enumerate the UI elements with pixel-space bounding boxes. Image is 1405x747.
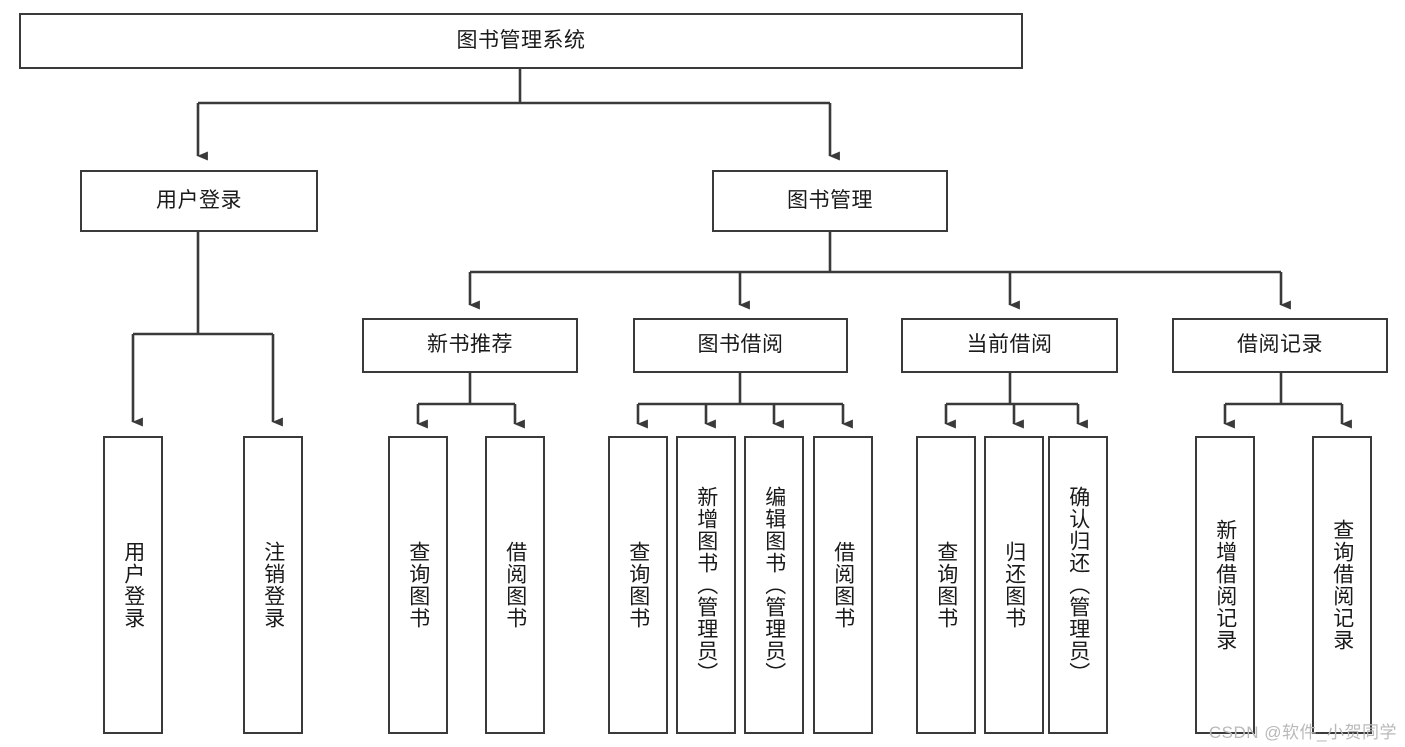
node-book-management[interactable]: 图书管理 — [712, 170, 948, 232]
node-label: 查询图书 — [934, 541, 958, 629]
node-label: 图书管理 — [787, 188, 873, 212]
leaf-borrow-borrow-book[interactable]: 借阅图书 — [813, 436, 873, 734]
node-current-borrow[interactable]: 当前借阅 — [901, 318, 1118, 373]
node-label: 确认归还（管理员） — [1066, 486, 1090, 684]
leaf-borrow-query-book[interactable]: 查询图书 — [608, 436, 668, 734]
node-label: 归还图书 — [1002, 541, 1026, 629]
leaf-borrow-edit-book-admin[interactable]: 编辑图书（管理员） — [744, 436, 804, 734]
node-label: 用户登录 — [121, 541, 145, 629]
node-label: 注销登录 — [261, 541, 285, 629]
node-label: 借阅图书 — [831, 541, 855, 629]
node-label: 新增借阅记录 — [1213, 519, 1237, 651]
node-label: 借阅记录 — [1237, 333, 1323, 357]
leaf-borrow-add-book-admin[interactable]: 新增图书（管理员） — [676, 436, 736, 734]
node-label: 用户登录 — [156, 188, 242, 212]
node-label: 新书推荐 — [427, 333, 513, 357]
leaf-current-query-book[interactable]: 查询图书 — [916, 436, 976, 734]
watermark: CSDN @软件_小贺同学 — [1208, 723, 1397, 742]
node-label: 查询图书 — [626, 541, 650, 629]
node-label: 编辑图书（管理员） — [762, 486, 786, 684]
node-borrow-record[interactable]: 借阅记录 — [1172, 318, 1388, 373]
node-label: 查询借阅记录 — [1330, 519, 1354, 651]
leaf-recommend-borrow-book[interactable]: 借阅图书 — [485, 436, 545, 734]
node-user-login[interactable]: 用户登录 — [80, 170, 318, 232]
node-root-system[interactable]: 图书管理系统 — [19, 13, 1023, 69]
leaf-current-return-book[interactable]: 归还图书 — [984, 436, 1044, 734]
node-book-borrow[interactable]: 图书借阅 — [633, 318, 848, 373]
node-new-book-recommend[interactable]: 新书推荐 — [362, 318, 578, 373]
leaf-user-login-login[interactable]: 用户登录 — [103, 436, 163, 734]
leaf-record-query-record[interactable]: 查询借阅记录 — [1312, 436, 1372, 734]
node-label: 借阅图书 — [503, 541, 527, 629]
leaf-record-add-record[interactable]: 新增借阅记录 — [1195, 436, 1255, 734]
node-label: 当前借阅 — [966, 333, 1053, 357]
leaf-current-confirm-return-admin[interactable]: 确认归还（管理员） — [1048, 436, 1108, 734]
node-label: 查询图书 — [406, 541, 430, 629]
node-label: 新增图书（管理员） — [694, 486, 718, 684]
leaf-user-login-logout[interactable]: 注销登录 — [243, 436, 303, 734]
leaf-recommend-query-book[interactable]: 查询图书 — [388, 436, 448, 734]
node-label: 图书管理系统 — [456, 28, 586, 52]
node-label: 图书借阅 — [697, 333, 784, 357]
